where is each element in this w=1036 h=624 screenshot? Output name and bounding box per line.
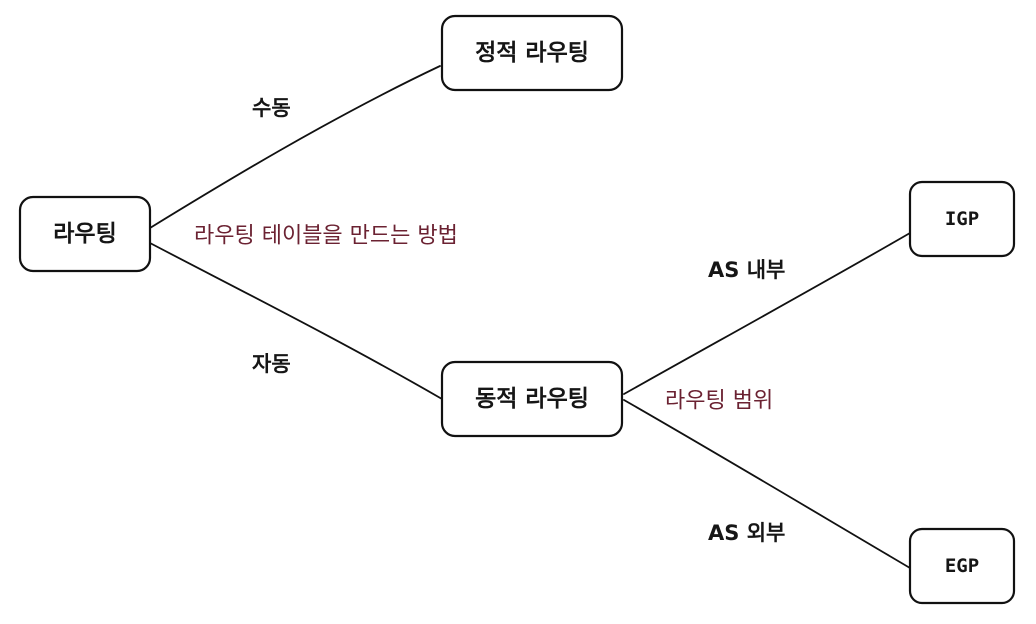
- node-igp-box: [908, 180, 1016, 258]
- node-egp-label: EGP: [945, 555, 979, 577]
- note-routing-table-method: 라우팅 테이블을 만드는 방법: [194, 224, 458, 249]
- node-static-routing-label: 정적 라우팅: [475, 40, 589, 66]
- node-static-routing-box: [440, 14, 624, 92]
- node-egp-box: [908, 527, 1016, 605]
- edge-label-manual: 수동: [252, 96, 291, 120]
- node-dynamic-routing: 동적 라우팅: [440, 360, 624, 438]
- edge-label-as-internal: AS 내부: [708, 258, 785, 282]
- edge-routing-to-static: [149, 65, 441, 229]
- node-routing-box: [18, 195, 152, 273]
- edge-label-as-external: AS 외부: [708, 521, 785, 545]
- node-static-routing: 정적 라우팅: [440, 14, 624, 92]
- edge-routing-to-dynamic: [149, 242, 443, 400]
- node-routing-label: 라우팅: [53, 221, 116, 247]
- edge-dynamic-to-igp: [623, 232, 911, 395]
- node-igp: IGP: [908, 180, 1016, 258]
- node-igp-label: IGP: [945, 208, 979, 230]
- edge-label-auto: 자동: [252, 352, 291, 376]
- node-routing: 라우팅: [18, 195, 152, 273]
- node-dynamic-routing-label: 동적 라우팅: [475, 386, 589, 412]
- edge-dynamic-to-egp: [623, 399, 911, 569]
- note-routing-scope: 라우팅 범위: [665, 389, 773, 414]
- node-dynamic-routing-box: [440, 360, 624, 438]
- node-egp: EGP: [908, 527, 1016, 605]
